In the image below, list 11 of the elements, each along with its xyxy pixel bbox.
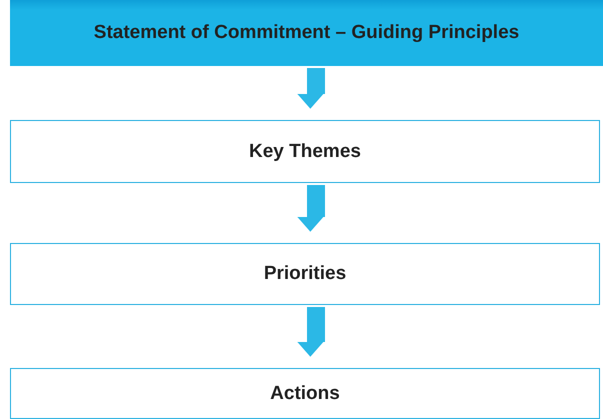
process-box — [10, 368, 600, 419]
box-label: Actions — [270, 382, 340, 404]
header-banner — [10, 0, 603, 66]
box-label: Statement of Commitment – Guiding Principles — [94, 22, 520, 44]
process-box — [10, 120, 600, 183]
process-box — [10, 243, 600, 305]
down-arrow — [297, 307, 325, 357]
down-arrow — [297, 68, 325, 109]
box-label: Priorities — [264, 263, 346, 285]
box-label: Key Themes — [249, 140, 361, 162]
down-arrow — [297, 185, 325, 232]
